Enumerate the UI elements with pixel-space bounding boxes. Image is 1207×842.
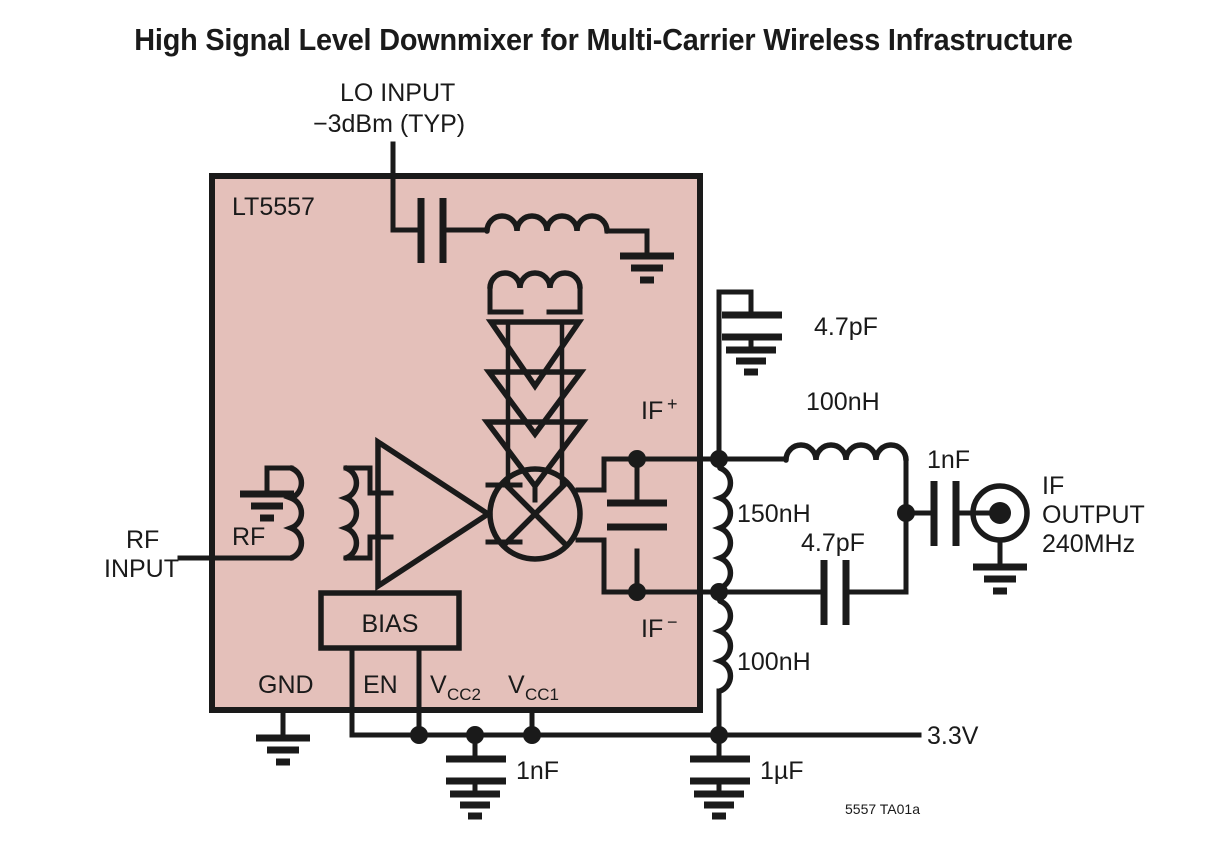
supply-junction-vcc2 [410, 726, 428, 744]
lo-input-label-line1: LO INPUT [340, 79, 455, 107]
page-title: High Signal Level Downmixer for Multi-Ca… [134, 22, 1073, 57]
if-series-inductor-value: 100nH [806, 388, 880, 416]
chip-part-number: LT5557 [232, 193, 315, 221]
en-pin-wire [349, 707, 422, 738]
if-shunt-inductor-coil [712, 465, 734, 591]
rf-port-label: RF [232, 523, 265, 551]
rf-primary-top-lead [264, 465, 294, 496]
supply-voltage-label: 3.3V [927, 722, 979, 750]
vcc-bypass-cap-value: 1nF [516, 757, 559, 785]
top-shunt-cap-value: 4.7pF [814, 313, 878, 341]
bias-block [318, 590, 462, 651]
lo-buffer-stage-1 [485, 319, 585, 391]
lo-primary-to-ground-wire [604, 228, 650, 258]
if-series-cap-value: 4.7pF [801, 529, 865, 557]
rf-transformer-primary [283, 465, 305, 561]
if-output-label-line3: 240MHz [1042, 530, 1135, 558]
if-minus-label: IF [641, 615, 663, 643]
pin-label-vcc2-sub: CC2 [447, 685, 481, 704]
figure-caption: 5557 TA01a [845, 801, 920, 817]
lo-transformer-secondary [487, 270, 583, 291]
lo-transformer-primary [484, 213, 610, 234]
lo-buffer-stage-2 [483, 369, 587, 439]
supply-bulk-cap-value: 1µF [760, 757, 804, 785]
mixer-cross-2 [501, 480, 569, 548]
rf-input-label-line2: INPUT [104, 555, 179, 583]
pin-label-vcc1: V [508, 671, 525, 699]
rf-input-label-line1: RF [126, 526, 159, 554]
if-output-label-line1: IF [1042, 472, 1064, 500]
mixer-to-if-plus-wire [575, 456, 640, 493]
bias-block-label: BIAS [362, 610, 419, 638]
pin-label-vcc2: V [430, 671, 447, 699]
if-plus-label: IF [641, 397, 663, 425]
chip-body-lt5557 [209, 173, 703, 713]
pin-label-vcc1-sub: CC1 [525, 685, 559, 704]
mixer-symbol [487, 466, 583, 562]
output-coupling-cap-value: 1nF [927, 446, 970, 474]
bias-inductor-value: 100nH [737, 648, 811, 676]
if-output-label-line2: OUTPUT [1042, 501, 1145, 529]
pin-label-gnd: GND [258, 671, 314, 699]
lo-buffer-stage-3 [481, 419, 589, 491]
if-series-cap-to-right-node [843, 510, 909, 595]
if-shunt-inductor-value: 150nH [737, 500, 811, 528]
pin-label-en: EN [363, 671, 398, 699]
if-top-node-wire [716, 289, 754, 462]
rf-transformer-secondary [338, 465, 360, 561]
lo-input-wire [390, 141, 423, 233]
lo-input-label-line2: −3dBm (TYP) [313, 110, 465, 138]
lo-secondary-left-lead [487, 285, 524, 315]
rf-amplifier [375, 436, 494, 592]
lo-secondary-right-lead [546, 285, 583, 315]
if-plus-sign: + [667, 394, 678, 414]
if-output-connector-pin [989, 502, 1011, 524]
mixer-to-if-minus-wire [575, 537, 640, 595]
bias-inductor-coil [712, 598, 734, 694]
if-minus-sign: − [667, 612, 678, 632]
supply-junction-vcc1 [523, 726, 541, 744]
if-series-inductor-coil [783, 442, 909, 463]
